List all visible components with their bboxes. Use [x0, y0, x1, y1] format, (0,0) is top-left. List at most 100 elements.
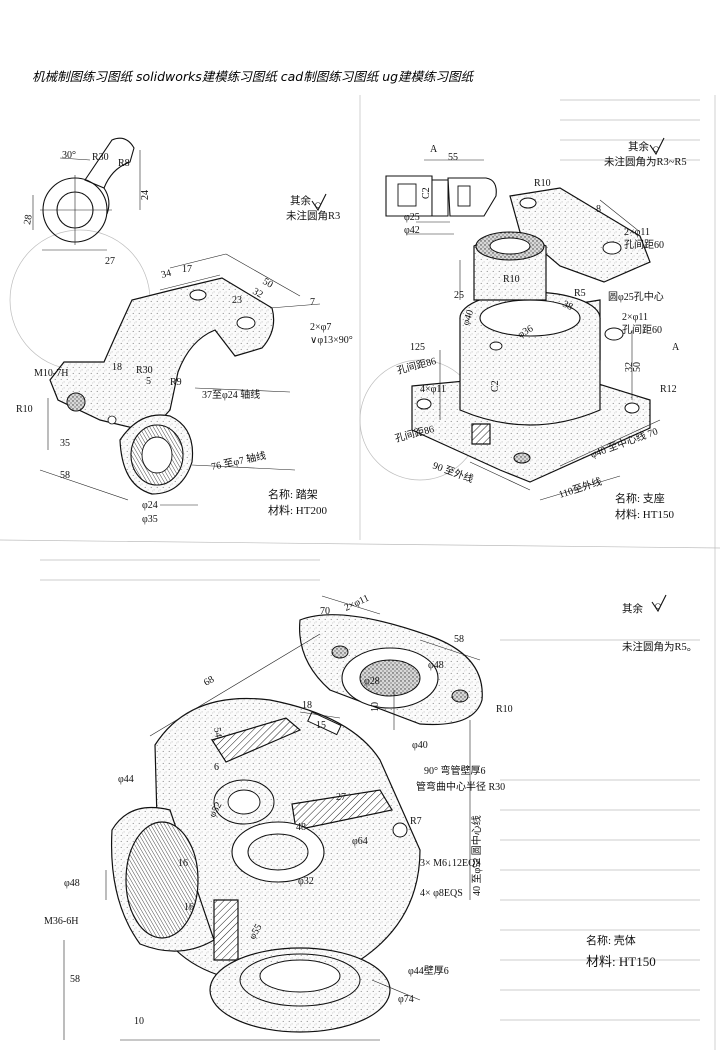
dim-m36: M36-6H — [44, 916, 78, 927]
dim-r10: R10 — [534, 178, 551, 189]
dim-phi48: φ48 — [428, 660, 444, 671]
dim-5: 5 — [146, 376, 151, 387]
dim-38: 38 — [561, 299, 575, 313]
dim-40: 40 至φ52 圆中心线 — [470, 815, 483, 896]
note-qiyu: 其余 — [290, 194, 311, 207]
dim-2xphi11: 2×φ11 — [624, 227, 650, 238]
zhizuo-dimension-lines — [439, 199, 661, 501]
dim-r25-center: 圆φ25孔中心 — [608, 290, 664, 303]
dim-8: 8 — [596, 204, 601, 215]
dim-bend-radius: 管弯曲中心半径 R30 — [416, 780, 505, 793]
dim-r10: R10 — [16, 404, 33, 415]
dim-32: 32 — [251, 286, 265, 301]
note-fillet-2: 未注圆角为R3~R5 — [604, 155, 687, 168]
roughness-symbol-2 — [649, 137, 665, 156]
dim-90: 90 至外线 — [431, 459, 475, 486]
dim-32: 32 — [624, 362, 635, 372]
drawing-keti: 70 2×φ11 58 φ48 φ28 68 R10 18 15 10 φ40 … — [44, 593, 697, 1041]
dim-17: 17 — [182, 264, 192, 275]
keti-dimension-lines — [63, 595, 481, 1041]
dim-r7: R7 — [410, 816, 422, 827]
dim-r10b: R10 — [503, 274, 520, 285]
dim-48: 48 — [296, 822, 306, 833]
dim-section-a: A — [430, 144, 438, 155]
part-material-3: 材料: HT150 — [586, 954, 656, 969]
dim-68: 68 — [202, 674, 216, 689]
view-ring — [32, 137, 141, 251]
dim-r9: R9 — [170, 377, 182, 388]
dim-2xphi11: 2×φ11 — [343, 593, 371, 614]
dim-hole-distance: 孔间距60 — [624, 238, 664, 251]
dim-2xphi11b: 2×φ11 — [622, 312, 648, 323]
dim-58: 58 — [454, 634, 464, 645]
dim-angle-30: 30° — [62, 150, 76, 161]
dim-p35: φ35 — [142, 514, 158, 525]
dim-bend: 90° 弯管壁厚6 — [424, 764, 486, 777]
part-name: 名称: 踏架 — [268, 487, 318, 501]
dim-phi44: φ44 — [118, 774, 134, 785]
dim-phi40: φ40 — [412, 740, 428, 751]
dim-hole-distance-2: 孔间距60 — [622, 323, 662, 336]
dim-4xphi11: 4×φ11 — [420, 384, 446, 395]
dim-28: 28 — [22, 214, 35, 226]
dim-70: 70 — [320, 606, 330, 617]
drawing-zhizuo: A 55 φ25 φ42 C2 — [385, 137, 687, 521]
dim-34: 34 — [160, 268, 173, 281]
bracket-body — [49, 277, 275, 495]
dim-15: 15 — [316, 720, 326, 731]
page-title: 机械制图练习图纸 solidworks建模练习图纸 cad制图练习图纸 ug建模… — [32, 69, 474, 84]
dim-7: 7 — [310, 297, 315, 308]
roughness-symbol — [311, 193, 327, 212]
note-fillet: 未注圆角R3 — [286, 209, 340, 222]
dim-counterbore: ∨φ13×90° — [310, 335, 353, 346]
part-name-3: 名称: 壳体 — [586, 933, 636, 947]
dim-125: 125 — [410, 342, 425, 353]
background-texture — [0, 95, 720, 1050]
part-material: 材料: HT200 — [268, 503, 327, 517]
dim-hole-distance-3: 孔间距86 — [395, 354, 437, 377]
housing-body — [110, 614, 483, 1033]
dim-10: 10 — [370, 702, 381, 712]
dim-p24: φ24 — [142, 500, 158, 511]
dim-58: 58 — [60, 470, 70, 481]
dim-p25: φ25 — [404, 212, 420, 223]
dim-r5: R5 — [574, 288, 586, 299]
dim-55: 55 — [448, 152, 458, 163]
dim-r30b: R30 — [136, 365, 153, 376]
drawing-tajia: 30° R30 R8 24 28 27 — [16, 137, 353, 525]
dim-wall: φ44壁厚6 — [408, 964, 449, 977]
part-material-2: 材料: HT150 — [615, 507, 674, 521]
dim-24: 24 — [140, 190, 151, 200]
support-body — [411, 187, 651, 483]
dim-thread-m6: 3× M6↓12EQS — [420, 858, 481, 869]
dim-c2b: C2 — [490, 380, 501, 392]
dim-r12: R12 — [660, 384, 677, 395]
dim-phi48b: φ48 — [64, 878, 80, 889]
part-name-2: 名称: 支座 — [615, 491, 665, 505]
dim-23: 23 — [232, 295, 242, 306]
dim-18: 18 — [112, 362, 122, 373]
dim-35: 35 — [60, 438, 70, 449]
dim-4xphi8: 4× φ8EQS — [420, 888, 463, 899]
dim-54: 54 — [211, 727, 224, 739]
section-view-a — [385, 159, 497, 235]
dim-holes: 2×φ7 — [310, 322, 331, 333]
note-qiyu-3: 其余 — [622, 602, 643, 615]
dim-phi74: φ74 — [398, 994, 414, 1005]
dim-r8: R8 — [118, 158, 130, 169]
dim-50: 50 — [261, 276, 275, 291]
dim-50: 50 — [632, 362, 643, 372]
dim-c2: C2 — [421, 187, 432, 199]
dim-16: 16 — [178, 858, 188, 869]
dim-section-a2: A — [672, 342, 680, 353]
dim-16b: 16 — [184, 902, 194, 913]
dim-27: 27 — [336, 792, 346, 803]
dim-27: 27 — [105, 256, 115, 267]
dim-p42: φ42 — [404, 225, 420, 236]
dim-p40: φ40 — [460, 308, 476, 327]
roughness-symbol-3 — [651, 594, 667, 613]
dim-10b: 10 — [134, 1016, 144, 1027]
dim-bore7: 76 至φ7 轴线 — [210, 449, 267, 473]
